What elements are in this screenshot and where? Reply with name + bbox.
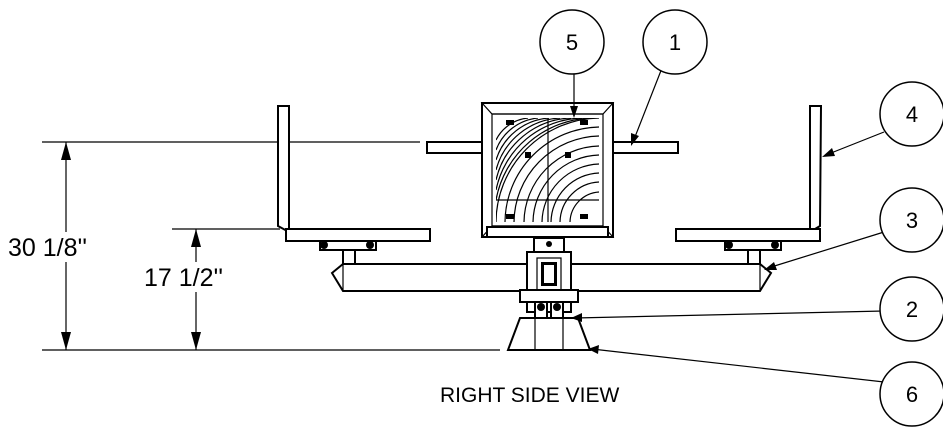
dimension-overall-height: 30 1/8'' xyxy=(2,141,500,351)
right-seat xyxy=(675,105,823,251)
svg-text:5: 5 xyxy=(566,30,578,55)
svg-text:1: 1 xyxy=(669,30,681,55)
svg-text:2: 2 xyxy=(906,297,918,322)
balloon-3: 3 xyxy=(879,187,943,253)
balloon-6: 6 xyxy=(879,361,943,427)
balloon-4: 4 xyxy=(879,81,943,147)
svg-text:3: 3 xyxy=(906,208,918,233)
decorative-panel xyxy=(480,102,615,238)
svg-text:6: 6 xyxy=(906,382,918,407)
leader-lines xyxy=(570,67,885,383)
balloon-5: 5 xyxy=(539,9,605,75)
left-seat xyxy=(277,105,431,251)
view-title: RIGHT SIDE VIEW xyxy=(440,384,619,407)
seat-height-label: 17 1/2'' xyxy=(144,264,223,292)
balloon-1: 1 xyxy=(642,9,708,75)
overall-height-label: 30 1/8'' xyxy=(8,234,87,262)
base-plate xyxy=(506,317,592,351)
balloon-2: 2 xyxy=(879,276,943,342)
dimension-seat-height: 17 1/2'' xyxy=(140,228,280,350)
svg-text:4: 4 xyxy=(906,102,918,127)
